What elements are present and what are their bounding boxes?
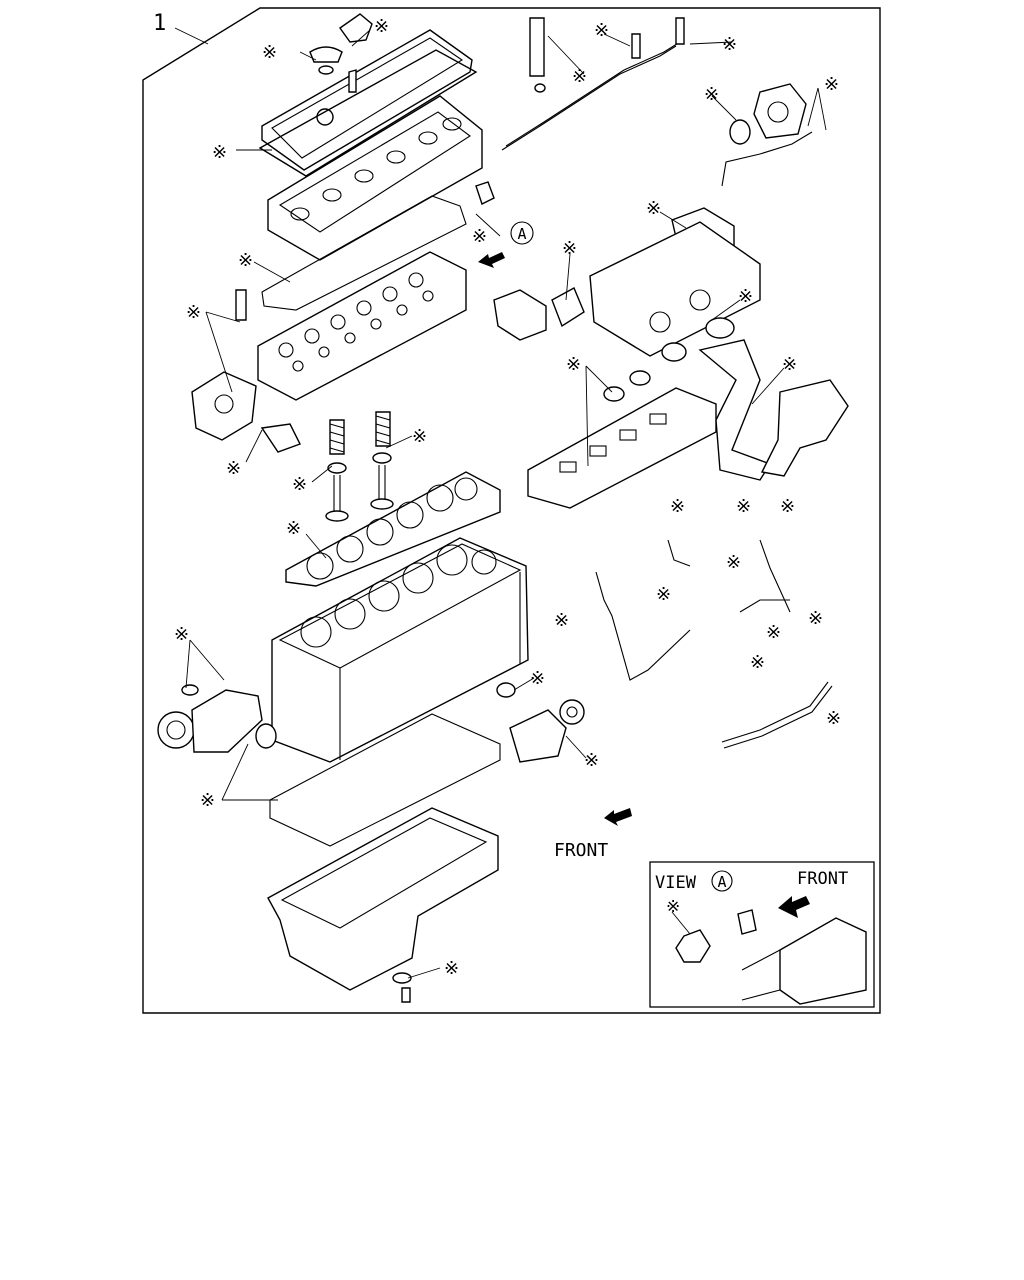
mark: ※ xyxy=(286,518,301,539)
front-indicator: FRONT xyxy=(554,808,632,861)
mark: ※ xyxy=(738,286,753,307)
view-a-letter: A xyxy=(517,225,526,243)
mark: ※ xyxy=(824,74,839,95)
mark: ※ xyxy=(670,496,685,517)
camshaft-carrier xyxy=(267,95,495,261)
turbo-pipe xyxy=(698,339,849,481)
mark: ※ xyxy=(656,584,671,605)
front-label: FRONT xyxy=(554,840,608,861)
item-leader xyxy=(174,27,209,45)
oil-pump-gear xyxy=(496,682,585,763)
diagram-frame xyxy=(142,7,881,1014)
mark: ※ xyxy=(186,302,201,323)
mark: ※ xyxy=(704,84,719,105)
mark: ※ xyxy=(572,66,587,87)
mark: ※ xyxy=(472,226,487,247)
inset-front-arrow-icon xyxy=(778,896,810,918)
mark: ※ xyxy=(374,16,389,37)
inset-view-word: VIEW xyxy=(655,873,697,893)
mark: ※ xyxy=(808,608,823,629)
water-pump xyxy=(157,684,277,753)
mark: ※ xyxy=(212,142,227,163)
mark: ※ xyxy=(782,354,797,375)
inset-front-label: FRONT xyxy=(797,869,848,889)
mark: ※ xyxy=(750,652,765,673)
injector-fuel-line xyxy=(501,17,685,151)
item-number: 1 xyxy=(153,11,166,36)
front-arrow-icon xyxy=(604,808,632,826)
oil-pan-gasket xyxy=(269,713,501,847)
view-a-callout: A xyxy=(478,221,534,268)
mark: ※ xyxy=(726,552,741,573)
mark: ※ xyxy=(174,624,189,645)
oil-pan xyxy=(267,807,499,1003)
mark: ※ xyxy=(766,622,781,643)
oil-lines xyxy=(595,539,833,749)
exhaust-manifold xyxy=(589,221,761,362)
mark: ※ xyxy=(262,42,277,63)
thermostat-housing xyxy=(191,289,301,453)
cylinder-head xyxy=(257,251,467,401)
head-gasket xyxy=(285,471,501,587)
mark: ※ xyxy=(226,458,241,479)
mark: ※ xyxy=(584,750,599,771)
mark: ※ xyxy=(736,496,751,517)
mark: ※ xyxy=(412,426,427,447)
cam-carrier-gasket xyxy=(261,195,467,311)
mark: ※ xyxy=(566,354,581,375)
inset-view-letter: A xyxy=(717,873,726,891)
mark: ※ xyxy=(200,790,215,811)
vacuum-pump xyxy=(721,83,813,187)
view-a-inset: VIEW A FRONT ※ xyxy=(649,861,875,1008)
mark: ※ xyxy=(594,20,609,41)
valve-spring-set xyxy=(325,411,394,522)
view-a-arrow-icon xyxy=(478,252,505,268)
mark: ※ xyxy=(562,238,577,259)
inset-mark: ※ xyxy=(666,897,680,917)
mark: ※ xyxy=(444,958,459,979)
intake-manifold xyxy=(527,370,717,509)
mark: ※ xyxy=(826,708,841,729)
leader-lines xyxy=(185,29,827,979)
mark: ※ xyxy=(238,250,253,271)
mark: ※ xyxy=(292,474,307,495)
mark: ※ xyxy=(780,496,795,517)
mark: ※ xyxy=(646,198,661,219)
cylinder-block xyxy=(271,537,529,763)
mark: ※ xyxy=(722,34,737,55)
reference-marks: ※ ※ ※ ※ ※ ※ ※ ※ ※ ※ ※ ※ ※ ※ ※ ※ ※ ※ ※ ※ … xyxy=(174,16,841,979)
mark: ※ xyxy=(554,610,569,631)
mark: ※ xyxy=(530,668,545,689)
